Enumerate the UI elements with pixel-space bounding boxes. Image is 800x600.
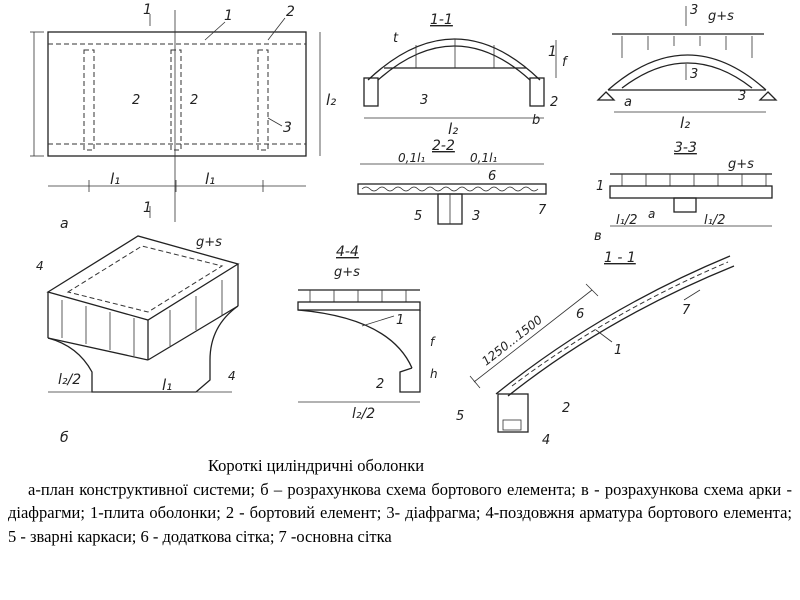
dim-01l1-right: 0,1l₁ <box>470 151 497 165</box>
dim-f-s44: f <box>430 335 436 349</box>
dim-01l1-left: 0,1l₁ <box>398 151 425 165</box>
panel-label-b: б <box>60 430 69 446</box>
diaphragm-mid <box>170 49 182 151</box>
dim-range: 1250...1500 <box>479 312 545 368</box>
load-label-3d: g+s <box>196 235 222 250</box>
figure-caption: Короткі циліндричні оболонки а-план конс… <box>8 454 792 548</box>
marker-4-s11b: 4 <box>542 433 550 448</box>
section-4-4: 4-4 g+s 1 2 f h l₂/2 <box>297 244 438 422</box>
plan-view: 1 1 2 2 1 2 3 l₁ l₁ l₂ а <box>30 2 336 232</box>
section-mark-1-bottom: 1 <box>143 200 152 216</box>
dim-l2-half-s44: l₂/2 <box>352 406 375 422</box>
section-mark-2-right: 2 <box>190 93 198 108</box>
marker-3-s11: 3 <box>420 93 428 108</box>
marker-1-plan: 1 <box>224 8 233 24</box>
dim-t: t <box>393 31 399 46</box>
panel-label-c: в <box>594 229 602 244</box>
section-2-2: 2-2 0,1l₁ 0,1l₁ 6 5 3 7 <box>357 138 547 225</box>
marker-7-s11b: 7 <box>682 303 691 318</box>
dim-a: a <box>624 95 632 110</box>
dim-b: b <box>532 113 540 128</box>
load-label-arch: g+s <box>708 9 734 24</box>
section-label-3-3: 3-3 <box>674 140 697 156</box>
section-1-1-bottom: 1 - 1 1250...1500 6 7 1 2 5 4 <box>456 250 735 448</box>
section-mark-1-top: 1 <box>143 2 152 18</box>
dim-l1-left: l₁ <box>110 170 120 188</box>
section-mark-4-top: 4 <box>36 259 44 273</box>
edge-element-3d: g+s 4 4 l₂/2 l₁ б <box>36 235 240 446</box>
dim-l1-3d: l₁ <box>162 376 172 394</box>
marker-3-s22: 3 <box>472 209 480 224</box>
dim-l1-half-left: l₁/2 <box>616 213 637 228</box>
marker-6-s11b: 6 <box>576 307 584 322</box>
marker-3-arch-bottom: 3 <box>690 67 698 82</box>
dim-l2-s11: l₂ <box>448 120 458 138</box>
dim-l2-arch: l₂ <box>680 114 690 132</box>
dim-l1-right: l₁ <box>205 170 215 188</box>
marker-6-s22: 6 <box>488 169 496 184</box>
marker-1-s11b: 1 <box>614 343 622 358</box>
marker-1-s33: 1 <box>596 179 604 194</box>
marker-2-s11b: 2 <box>562 401 570 416</box>
plan-outline <box>47 31 307 157</box>
section-3-3: 3-3 g+s 1 a l₁/2 l₁/2 в <box>594 140 773 244</box>
drawing-canvas: 1 1 2 2 1 2 3 l₁ l₁ l₂ а 1-1 <box>30 2 778 448</box>
diaphragm-left <box>83 49 95 151</box>
section-mark-4-bottom: 4 <box>228 369 236 383</box>
load-label-s44: g+s <box>334 265 360 280</box>
marker-3-arch-side: 3 <box>738 89 746 104</box>
marker-7-s22: 7 <box>538 203 547 218</box>
marker-1-s44: 1 <box>396 313 404 328</box>
marker-2-plan: 2 <box>286 4 295 20</box>
load-label-s33: g+s <box>728 157 754 172</box>
marker-3-arch-top: 3 <box>690 3 698 18</box>
diaphragm-right <box>257 49 269 151</box>
technical-drawing: 1 1 2 2 1 2 3 l₁ l₁ l₂ а 1-1 <box>30 2 778 448</box>
section-label-2-2: 2-2 <box>432 138 455 154</box>
arch-diaphragm-scheme: 3 3 g+s a 3 l₂ <box>596 3 778 132</box>
section-label-1-1: 1-1 <box>430 12 453 28</box>
section-label-1-1-bottom: 1 - 1 <box>604 250 636 266</box>
marker-2-s11: 2 <box>550 95 558 110</box>
caption-legend: а-план конструктивної системи; б – розра… <box>8 479 792 546</box>
marker-5-s11b: 5 <box>456 409 464 424</box>
dim-h-s44: h <box>430 367 438 381</box>
marker-1-s11: 1 <box>548 44 557 60</box>
panel-label-a: а <box>60 216 69 232</box>
marker-2-s44: 2 <box>376 377 384 392</box>
dim-l2-plan: l₂ <box>326 91 336 109</box>
dim-l2-half-3d: l₂/2 <box>58 372 81 388</box>
dim-l1-half-right: l₁/2 <box>704 213 725 228</box>
dim-f: f <box>562 55 569 70</box>
marker-5-s22: 5 <box>414 209 422 224</box>
marker-3-plan: 3 <box>283 120 292 136</box>
caption-title: Короткі циліндричні оболонки <box>208 456 425 475</box>
section-1-1-top: 1-1 t 1 3 2 f l₂ b <box>363 12 569 138</box>
dim-a-s33: a <box>648 207 655 221</box>
section-label-4-4: 4-4 <box>336 244 359 260</box>
section-mark-2-left: 2 <box>132 93 140 108</box>
